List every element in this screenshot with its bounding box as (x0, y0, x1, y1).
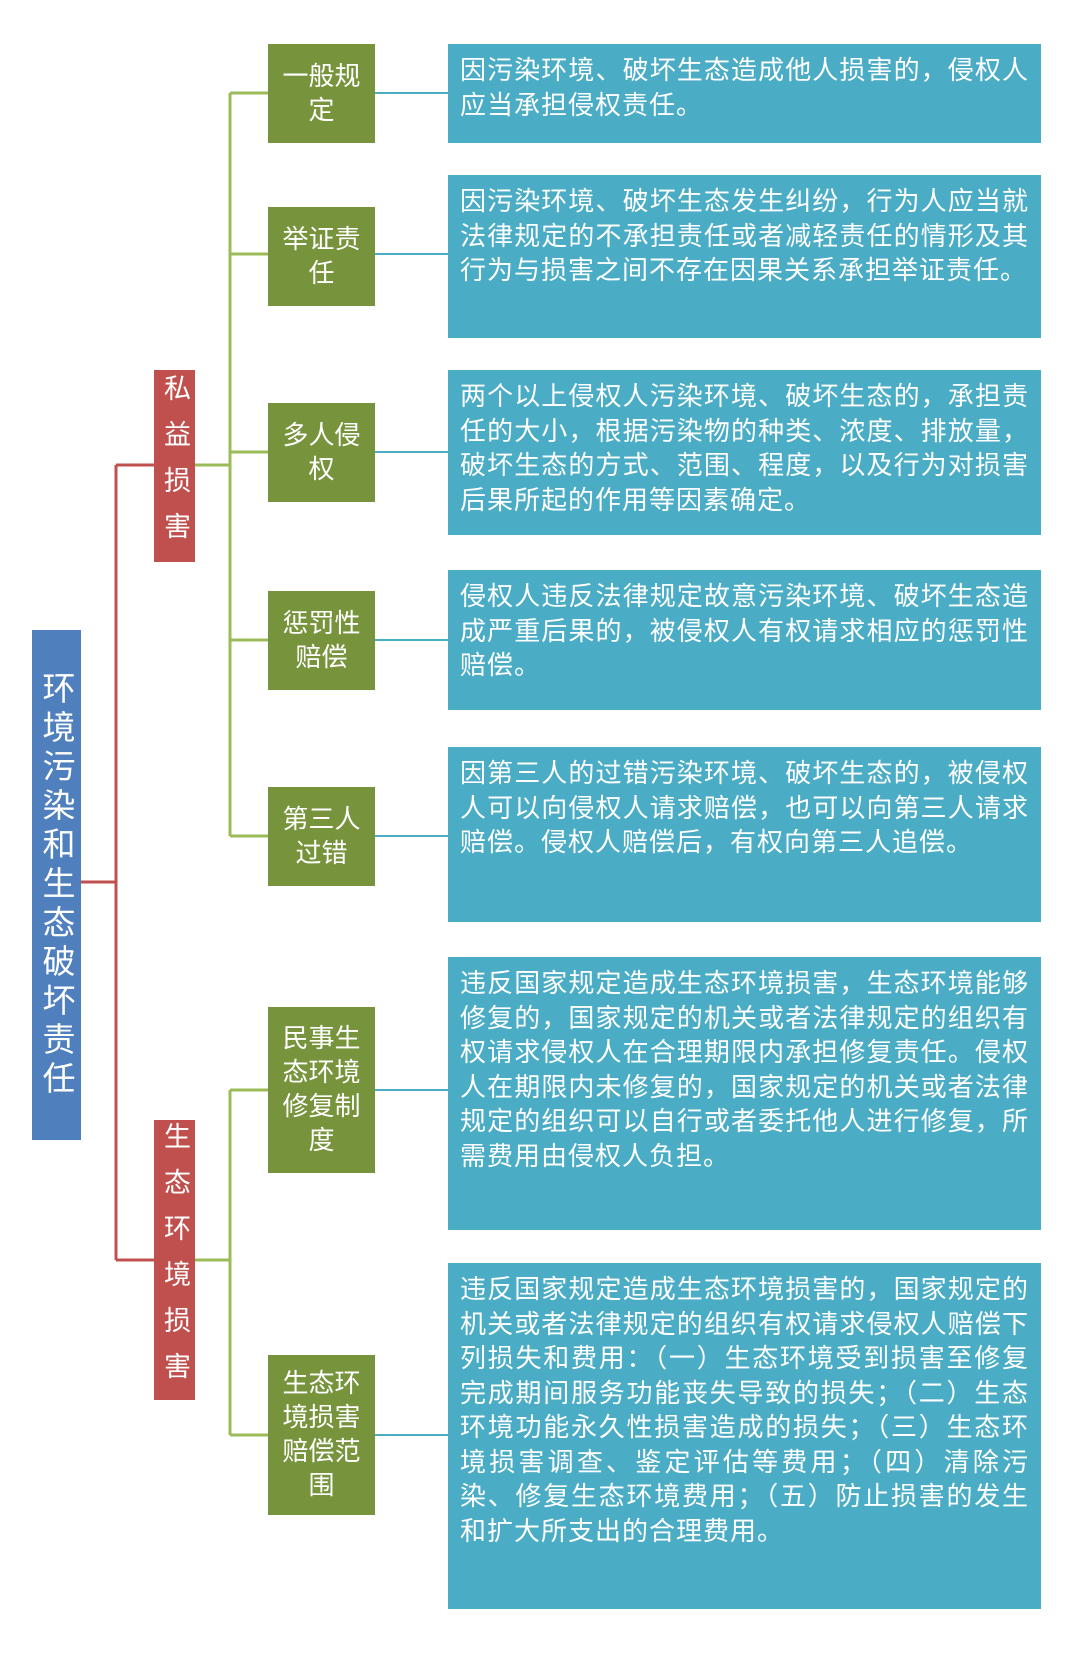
leaf-label: 一般规定 (282, 61, 361, 126)
description-text: 两个以上侵权人污染环境、破坏生态的，承担责任的大小，根据污染物的种类、浓度、排放… (460, 382, 1029, 516)
branch-node-ecological-damage: 生态环境损害 (154, 1120, 195, 1400)
branch-node-private-damage: 私益损害 (154, 370, 195, 562)
branch-label: 生态环境损害 (159, 1122, 190, 1398)
description-burden-of-proof: 因污染环境、破坏生态发生纠纷，行为人应当就法律规定的不承担责任或者减轻责任的情形… (448, 175, 1041, 338)
leaf-connectors (375, 92, 448, 1436)
leaf-label: 生态环境损害赔偿范围 (282, 1369, 361, 1501)
leaf-label: 惩罚性赔偿 (282, 608, 361, 673)
description-general-provision: 因污染环境、破坏生态造成他人损害的，侵权人应当承担侵权责任。 (448, 44, 1041, 143)
root-label: 环境污染和生态破坏责任 (37, 670, 76, 1100)
leaf-node-punitive-damages: 惩罚性赔偿 (268, 591, 375, 690)
leaf-label: 第三人过错 (282, 804, 361, 869)
branch-connector-ecological (195, 1088, 268, 1437)
leaf-node-burden-of-proof: 举证责任 (268, 207, 375, 306)
leaf-node-third-party-fault: 第三人过错 (268, 787, 375, 886)
description-text: 因污染环境、破坏生态造成他人损害的，侵权人应当承担侵权责任。 (460, 56, 1029, 121)
description-ecological-restoration: 违反国家规定造成生态环境损害，生态环境能够修复的，国家规定的机关或者法律规定的组… (448, 957, 1041, 1230)
leaf-node-ecological-restoration: 民事生态环境修复制度 (268, 1007, 375, 1173)
leaf-label: 多人侵权 (282, 420, 361, 485)
branch-label: 私益损害 (159, 374, 190, 558)
leaf-label: 举证责任 (282, 224, 361, 289)
description-text: 违反国家规定造成生态环境损害的，国家规定的机关或者法律规定的组织有权请求侵权人赔… (460, 1275, 1029, 1547)
description-punitive-damages: 侵权人违反法律规定故意污染环境、破坏生态造成严重后果的，被侵权人有权请求相应的惩… (448, 570, 1041, 710)
leaf-label: 民事生态环境修复制度 (282, 1024, 361, 1156)
description-text: 因第三人的过错污染环境、破坏生态的，被侵权人可以向侵权人请求赔偿，也可以向第三人… (460, 759, 1029, 858)
description-multiple-tortfeasors: 两个以上侵权人污染环境、破坏生态的，承担责任的大小，根据污染物的种类、浓度、排放… (448, 370, 1041, 535)
description-text: 侵权人违反法律规定故意污染环境、破坏生态造成严重后果的，被侵权人有权请求相应的惩… (460, 582, 1029, 681)
description-third-party-fault: 因第三人的过错污染环境、破坏生态的，被侵权人可以向侵权人请求赔偿，也可以向第三人… (448, 747, 1041, 922)
root-node: 环境污染和生态破坏责任 (32, 630, 81, 1140)
root-connector (81, 463, 154, 1262)
description-text: 因污染环境、破坏生态发生纠纷，行为人应当就法律规定的不承担责任或者减轻责任的情形… (460, 187, 1029, 286)
description-text: 违反国家规定造成生态环境损害，生态环境能够修复的，国家规定的机关或者法律规定的组… (460, 969, 1029, 1172)
branch-connector-private (195, 91, 268, 838)
leaf-node-compensation-scope: 生态环境损害赔偿范围 (268, 1355, 375, 1515)
leaf-node-general-provision: 一般规定 (268, 44, 375, 143)
description-compensation-scope: 违反国家规定造成生态环境损害的，国家规定的机关或者法律规定的组织有权请求侵权人赔… (448, 1263, 1041, 1609)
leaf-node-multiple-tortfeasors: 多人侵权 (268, 403, 375, 502)
